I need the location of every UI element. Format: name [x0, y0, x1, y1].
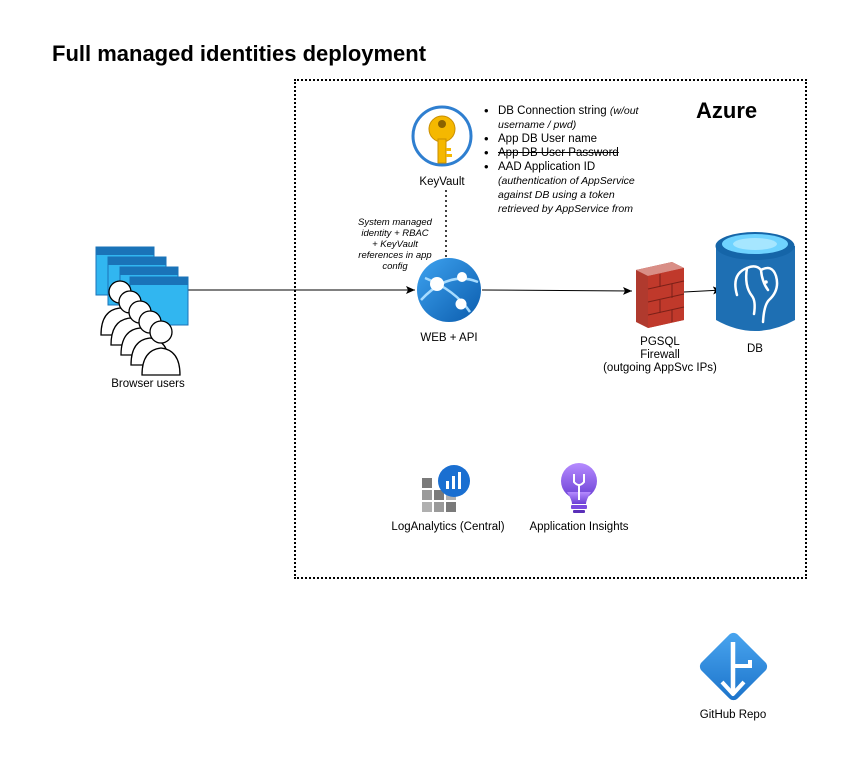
keyvault-item-text: App DB User name [498, 133, 598, 145]
identity-note-line: identity + RBAC [361, 228, 429, 239]
keyvault-item-note: (w/out username / pwd) [498, 105, 639, 131]
firewall-icon [636, 262, 685, 328]
keyvault-item: App DB User name [484, 132, 654, 146]
identity-note-line: references in app [358, 250, 432, 261]
firewall-label-line: Firewall [640, 349, 680, 361]
web-to-firewall-arrow [481, 286, 633, 295]
firewall-label-line: (outgoing AppSvc IPs) [603, 362, 717, 374]
keyvault-item-text: AAD Application ID [498, 161, 596, 173]
log-analytics-label: LogAnalytics (Central) [391, 521, 505, 533]
keyvault-item: AAD Application ID (authentication of Ap… [484, 160, 654, 216]
identity-note: System managed identity + RBAC + KeyVaul… [350, 217, 440, 272]
keyvault-icon [411, 105, 473, 167]
firewall-to-db-arrow [683, 286, 723, 295]
github-repo-label: GitHub Repo [699, 709, 767, 721]
identity-note-line: config [382, 261, 408, 272]
keyvault-item-text: DB Connection string [498, 105, 610, 117]
azure-label: Azure [696, 98, 758, 123]
identity-note-line: System managed [358, 217, 432, 228]
keyvault-items-list: DB Connection string (w/out username / p… [484, 104, 654, 216]
users-icon [100, 280, 181, 376]
keyvault-item: App DB User Password [484, 146, 654, 160]
log-analytics-icon [422, 465, 470, 512]
firewall-label: PGSQL Firewall (outgoing AppSvc IPs) [590, 336, 730, 375]
web-api-icon [417, 258, 481, 322]
browser-users-label: Browser users [111, 378, 185, 390]
keyvault-item-note: (authentication of AppService against DB… [498, 175, 635, 215]
postgres-db-icon [715, 232, 795, 331]
app-insights-icon [561, 463, 597, 513]
keyvault-label: KeyVault [419, 176, 465, 188]
page-title: Full managed identities deployment [52, 41, 427, 66]
keyvault-item: DB Connection string (w/out username / p… [484, 104, 654, 132]
github-repo-icon [699, 632, 768, 701]
db-label: DB [747, 343, 763, 355]
app-insights-label: Application Insights [529, 521, 629, 533]
azure-boundary [294, 79, 807, 579]
firewall-label-line: PGSQL [640, 336, 680, 348]
identity-note-line: + KeyVault [372, 239, 418, 250]
keyvault-item-text-strikethrough: App DB User Password [498, 147, 619, 159]
web-api-label: WEB + API [420, 332, 478, 344]
